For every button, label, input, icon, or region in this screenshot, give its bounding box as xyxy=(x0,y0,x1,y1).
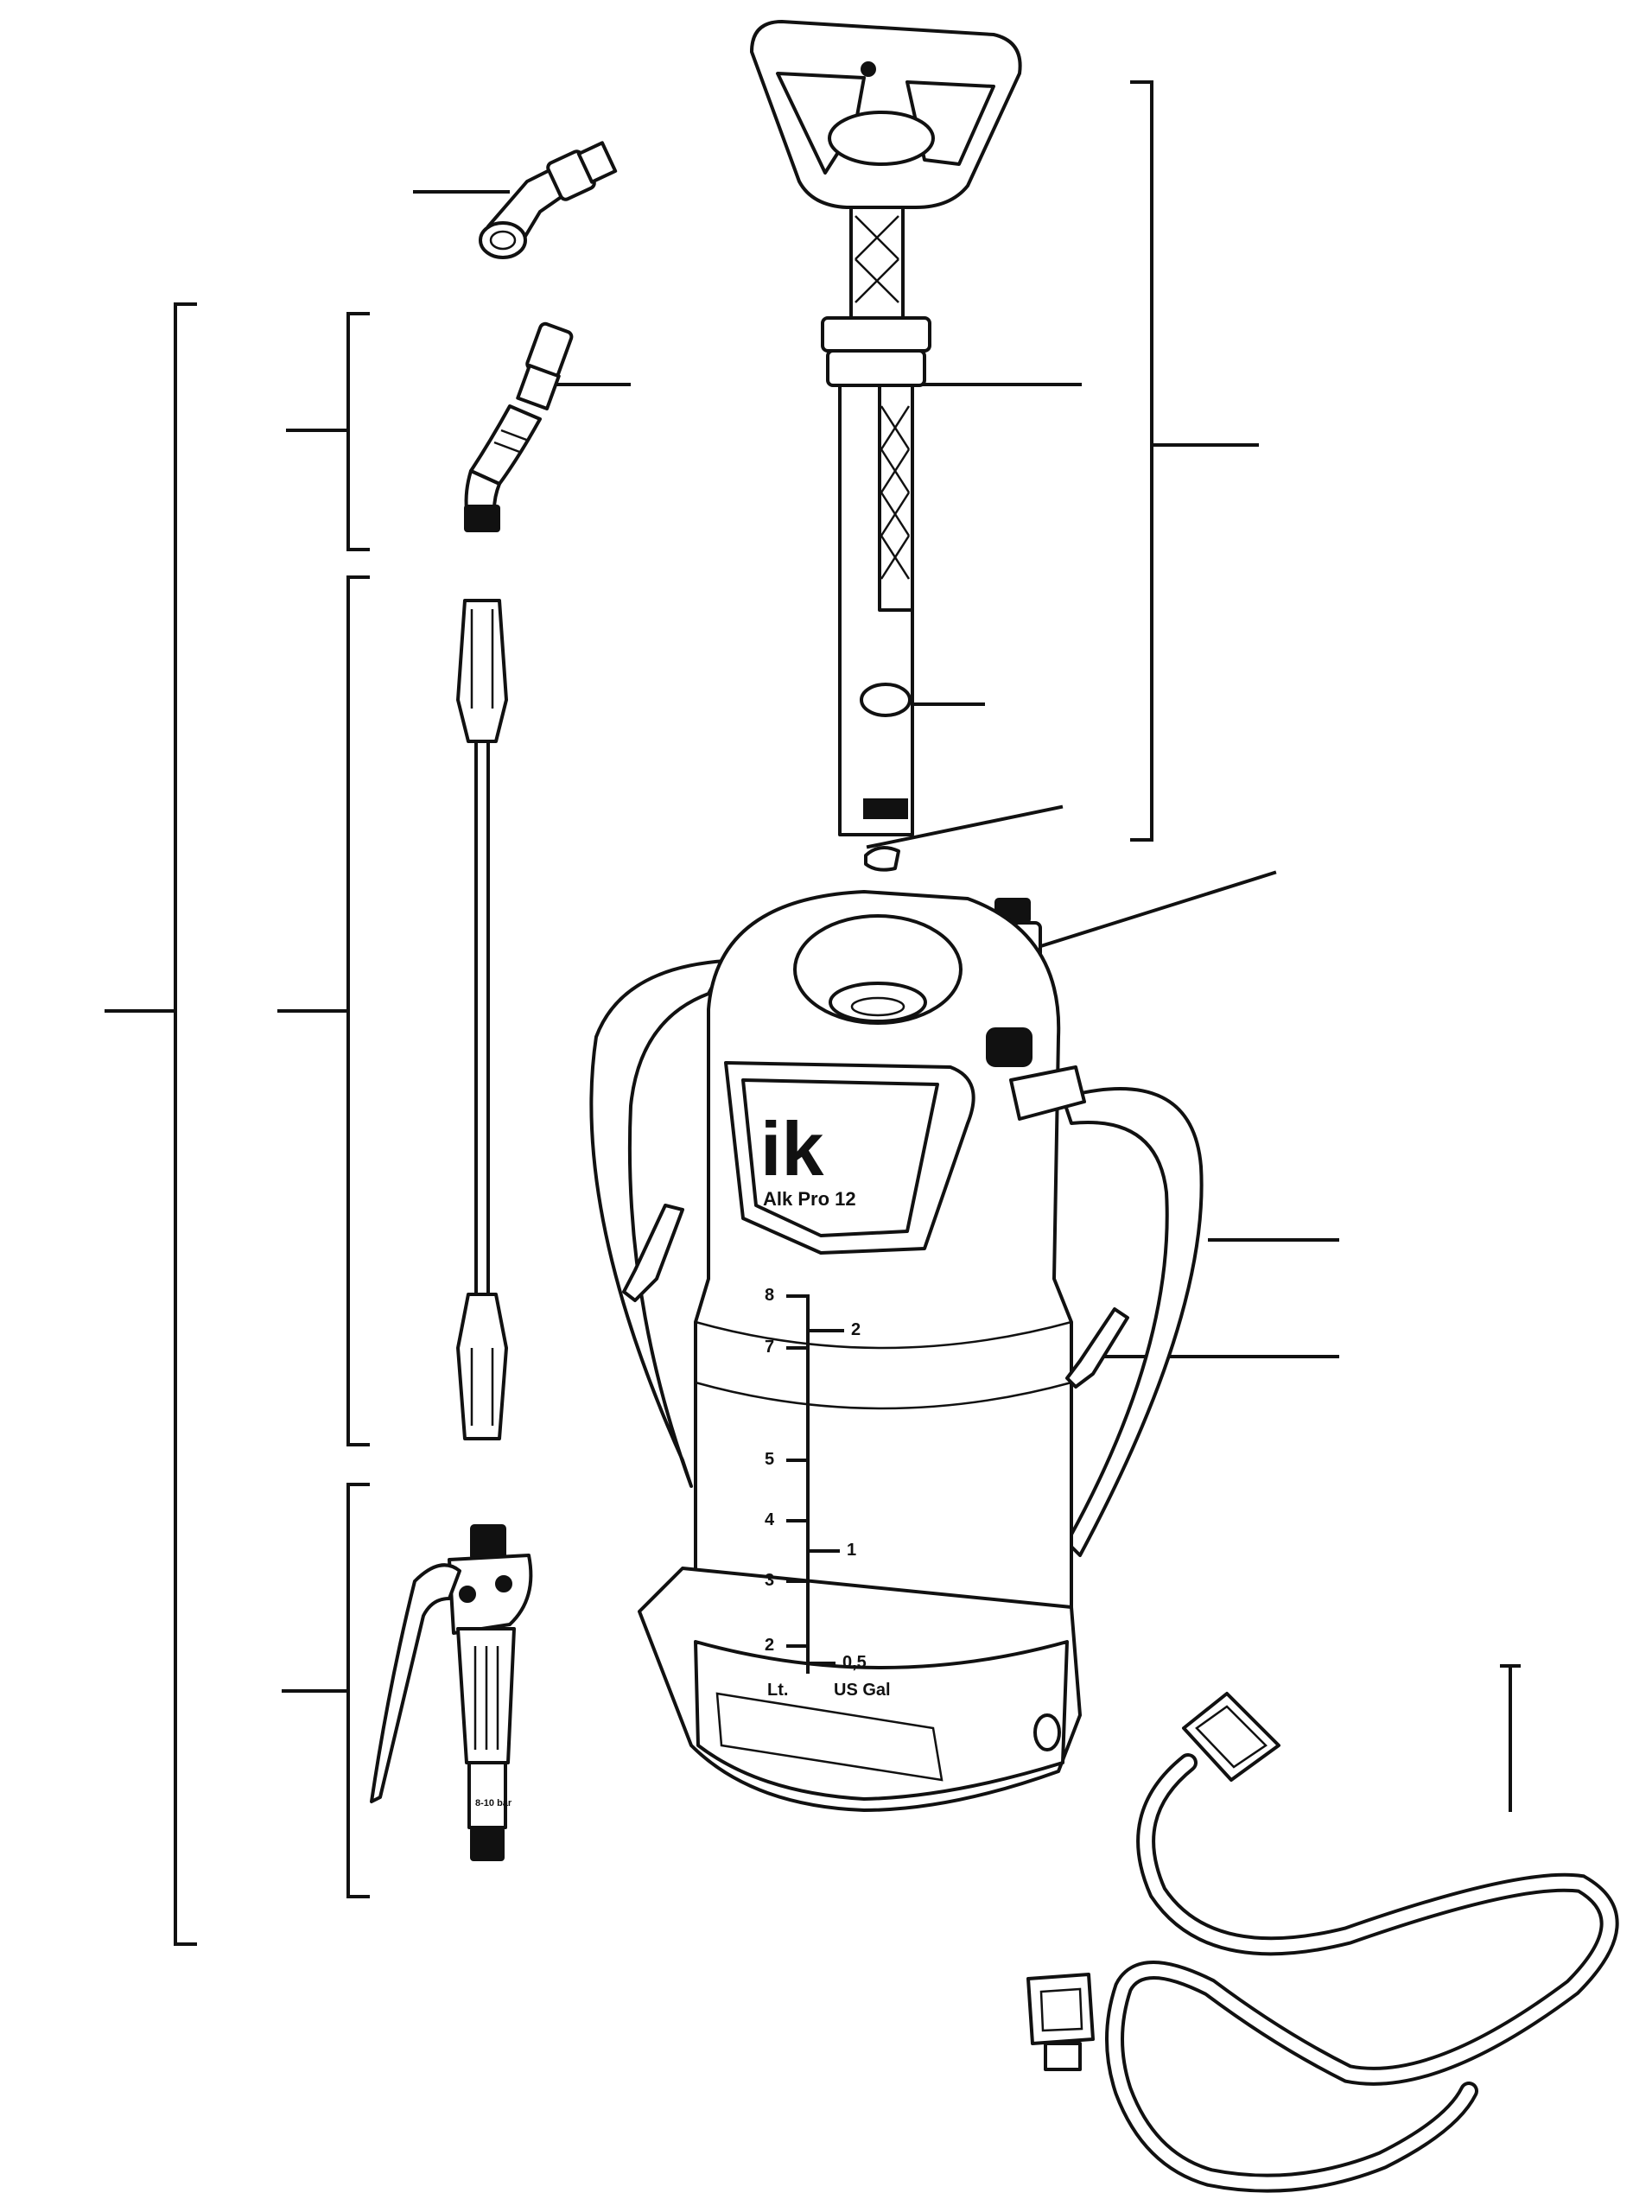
lance-part xyxy=(456,599,508,1440)
nozzle-extension-part xyxy=(464,321,574,532)
left-bracket-trigger xyxy=(282,1483,370,1898)
trigger-pressure-label: 8-10 bar xyxy=(475,1798,512,1808)
scale-left-2: 2 xyxy=(765,1636,774,1655)
angled-nozzle-part xyxy=(479,141,618,259)
trigger-handle-part: 8-10 bar xyxy=(370,1524,533,1861)
scale-unit-right: US Gal xyxy=(834,1681,891,1700)
right-bracket-pump xyxy=(1130,80,1259,842)
tank-logo: ik xyxy=(760,1106,824,1192)
scale-right-1: 1 xyxy=(847,1541,856,1560)
tank-model-name: Alk Pro 12 xyxy=(763,1188,856,1210)
sprayer-tank-part: ik Alk Pro 12 xyxy=(589,890,1204,1812)
scale-left-4: 4 xyxy=(765,1510,775,1529)
left-bracket-nozzle xyxy=(286,312,370,551)
scale-right-05: 0,5 xyxy=(842,1653,867,1672)
scale-left-3: 3 xyxy=(765,1571,774,1590)
scale-left-8: 8 xyxy=(765,1286,774,1305)
scale-unit-left: Lt. xyxy=(767,1681,788,1700)
scale-right-2: 2 xyxy=(851,1320,861,1339)
scale-left-5: 5 xyxy=(765,1450,774,1469)
left-bracket-outer xyxy=(105,302,197,1946)
scale-left-7: 7 xyxy=(765,1338,774,1357)
right-bracket-hose xyxy=(1500,1664,1521,1812)
hose-part xyxy=(1026,1692,1619,2193)
pump-assembly-part xyxy=(750,20,1022,872)
tank-scale: 8 7 5 4 3 2 2 1 0,5 Lt. US Gal xyxy=(765,1286,891,1700)
left-bracket-lance xyxy=(277,575,370,1446)
